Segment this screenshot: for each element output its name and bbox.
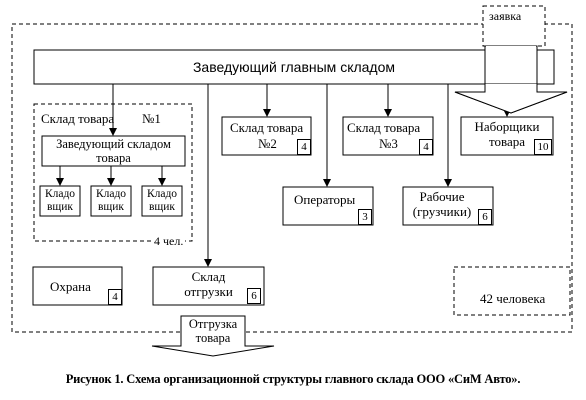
shipping-warehouse-box (152, 266, 265, 306)
pickers-count: 10 (534, 139, 552, 155)
storekeeper-1: Кладо вщик (40, 186, 80, 216)
storekeeper-box-1 (39, 185, 81, 217)
storekeeper-1-line2: вщик (46, 201, 74, 213)
storekeeper-3: Кладо вщик (142, 186, 182, 216)
workers-label: Рабочие (грузчики) (403, 188, 481, 222)
storekeeper-3-line2: вщик (148, 201, 176, 213)
warehouse1-manager-label: Заведующий складом товара (42, 136, 185, 166)
shipment-line1: Отгрузка (188, 316, 238, 331)
pickers-label: Наборщики товара (461, 118, 553, 152)
warehouse1-manager-line2: товара (96, 151, 131, 165)
operators-label: Операторы (294, 192, 356, 207)
total-box (453, 266, 571, 316)
workers-line1: Рабочие (419, 189, 465, 205)
shipment-line2: товара (195, 331, 231, 345)
warehouse1-manager-box (41, 135, 186, 167)
shipping-warehouse-count: 6 (247, 288, 261, 304)
workers-count: 6 (478, 209, 492, 225)
shipping-warehouse-line2: отгрузки (184, 284, 233, 299)
warehouse2-count: 4 (297, 139, 311, 155)
storekeeper-box-2 (90, 185, 132, 217)
warehouse2-title: Склад товара (230, 120, 304, 135)
security-box (32, 266, 123, 306)
warehouse2-number: №2 (258, 136, 277, 151)
figure-caption: Рисунок 1. Схема организационной структу… (65, 372, 521, 386)
warehouse3-title: Склад товара (347, 120, 421, 135)
shipment-label: Отгрузка товара (181, 317, 245, 345)
storekeeper-1-line1: Кладо (44, 187, 76, 200)
pickers-line2: товара (488, 134, 526, 149)
security-label: Охрана (50, 279, 91, 294)
head-manager-label: Заведующий главным складом (192, 58, 396, 75)
operators-count: 3 (358, 209, 372, 225)
warehouse1-manager-line1: Заведующий складом (56, 136, 171, 151)
shipping-warehouse-line1: Склад (191, 269, 226, 285)
total-label: 42 человека (480, 291, 546, 306)
shipment-block-arrow (151, 336, 275, 357)
warehouse1-title: Склад товара (41, 111, 115, 126)
warehouse3-number: №3 (379, 136, 398, 151)
workers-line2: (грузчики) (412, 204, 472, 219)
shipping-warehouse-label: Склад отгрузки (153, 269, 264, 301)
warehouse3-count: 4 (419, 139, 433, 155)
storekeeper-2-line1: Кладо (95, 187, 127, 200)
request-label: заявка (489, 9, 522, 23)
outer-boundary (11, 23, 573, 333)
warehouse1-staff-note: 4 чел. (152, 234, 186, 248)
storekeeper-3-line1: Кладо (146, 187, 178, 200)
storekeeper-2-line2: вщик (97, 201, 125, 213)
warehouse3-box (342, 116, 434, 156)
pickers-line1: Наборщики (474, 119, 540, 135)
warehouse2-box (221, 116, 312, 156)
head-manager-box (33, 49, 555, 85)
storekeeper-box-3 (141, 185, 183, 217)
storekeeper-2: Кладо вщик (91, 186, 131, 216)
warehouse1-number: №1 (142, 111, 161, 126)
security-count: 4 (108, 289, 122, 305)
